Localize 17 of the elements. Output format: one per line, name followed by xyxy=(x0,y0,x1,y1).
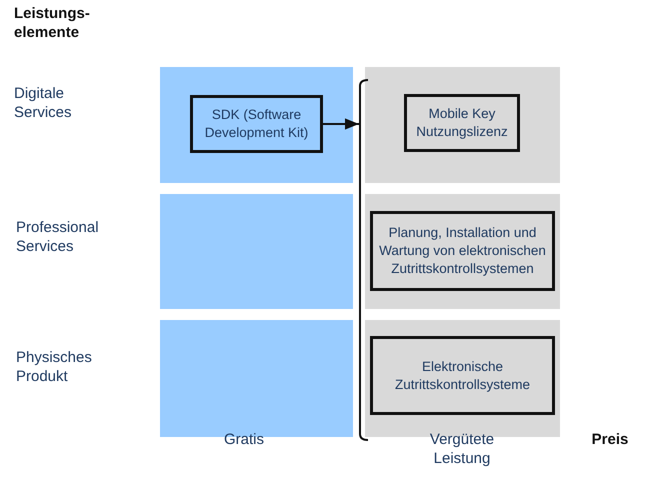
offering-box: SDK (Software Development Kit) xyxy=(190,95,323,153)
bracket xyxy=(359,79,368,441)
column-label: Gratis xyxy=(222,430,265,449)
row-label: Physisches Produkt xyxy=(16,348,93,386)
matrix-panel xyxy=(160,194,353,309)
matrix-panel xyxy=(365,67,560,183)
column-label: Preis xyxy=(590,430,630,449)
row-label: Digitale Services xyxy=(14,84,73,122)
column-heading: Leistungs- elemente xyxy=(14,4,91,42)
offering-box: Elektronische Zutrittskontrollsysteme xyxy=(370,336,555,415)
offering-box: Mobile Key Nutzungslizenz xyxy=(404,94,520,152)
arrow xyxy=(323,118,359,130)
column-label: Vergütete Leistung xyxy=(428,430,496,468)
matrix-panel xyxy=(160,67,353,183)
offering-box: Planung, Installation und Wartung von elektronischen Zutrittskontrollsystemen xyxy=(370,211,555,291)
row-label: Professional Services xyxy=(16,218,100,256)
matrix-panel xyxy=(365,194,560,309)
